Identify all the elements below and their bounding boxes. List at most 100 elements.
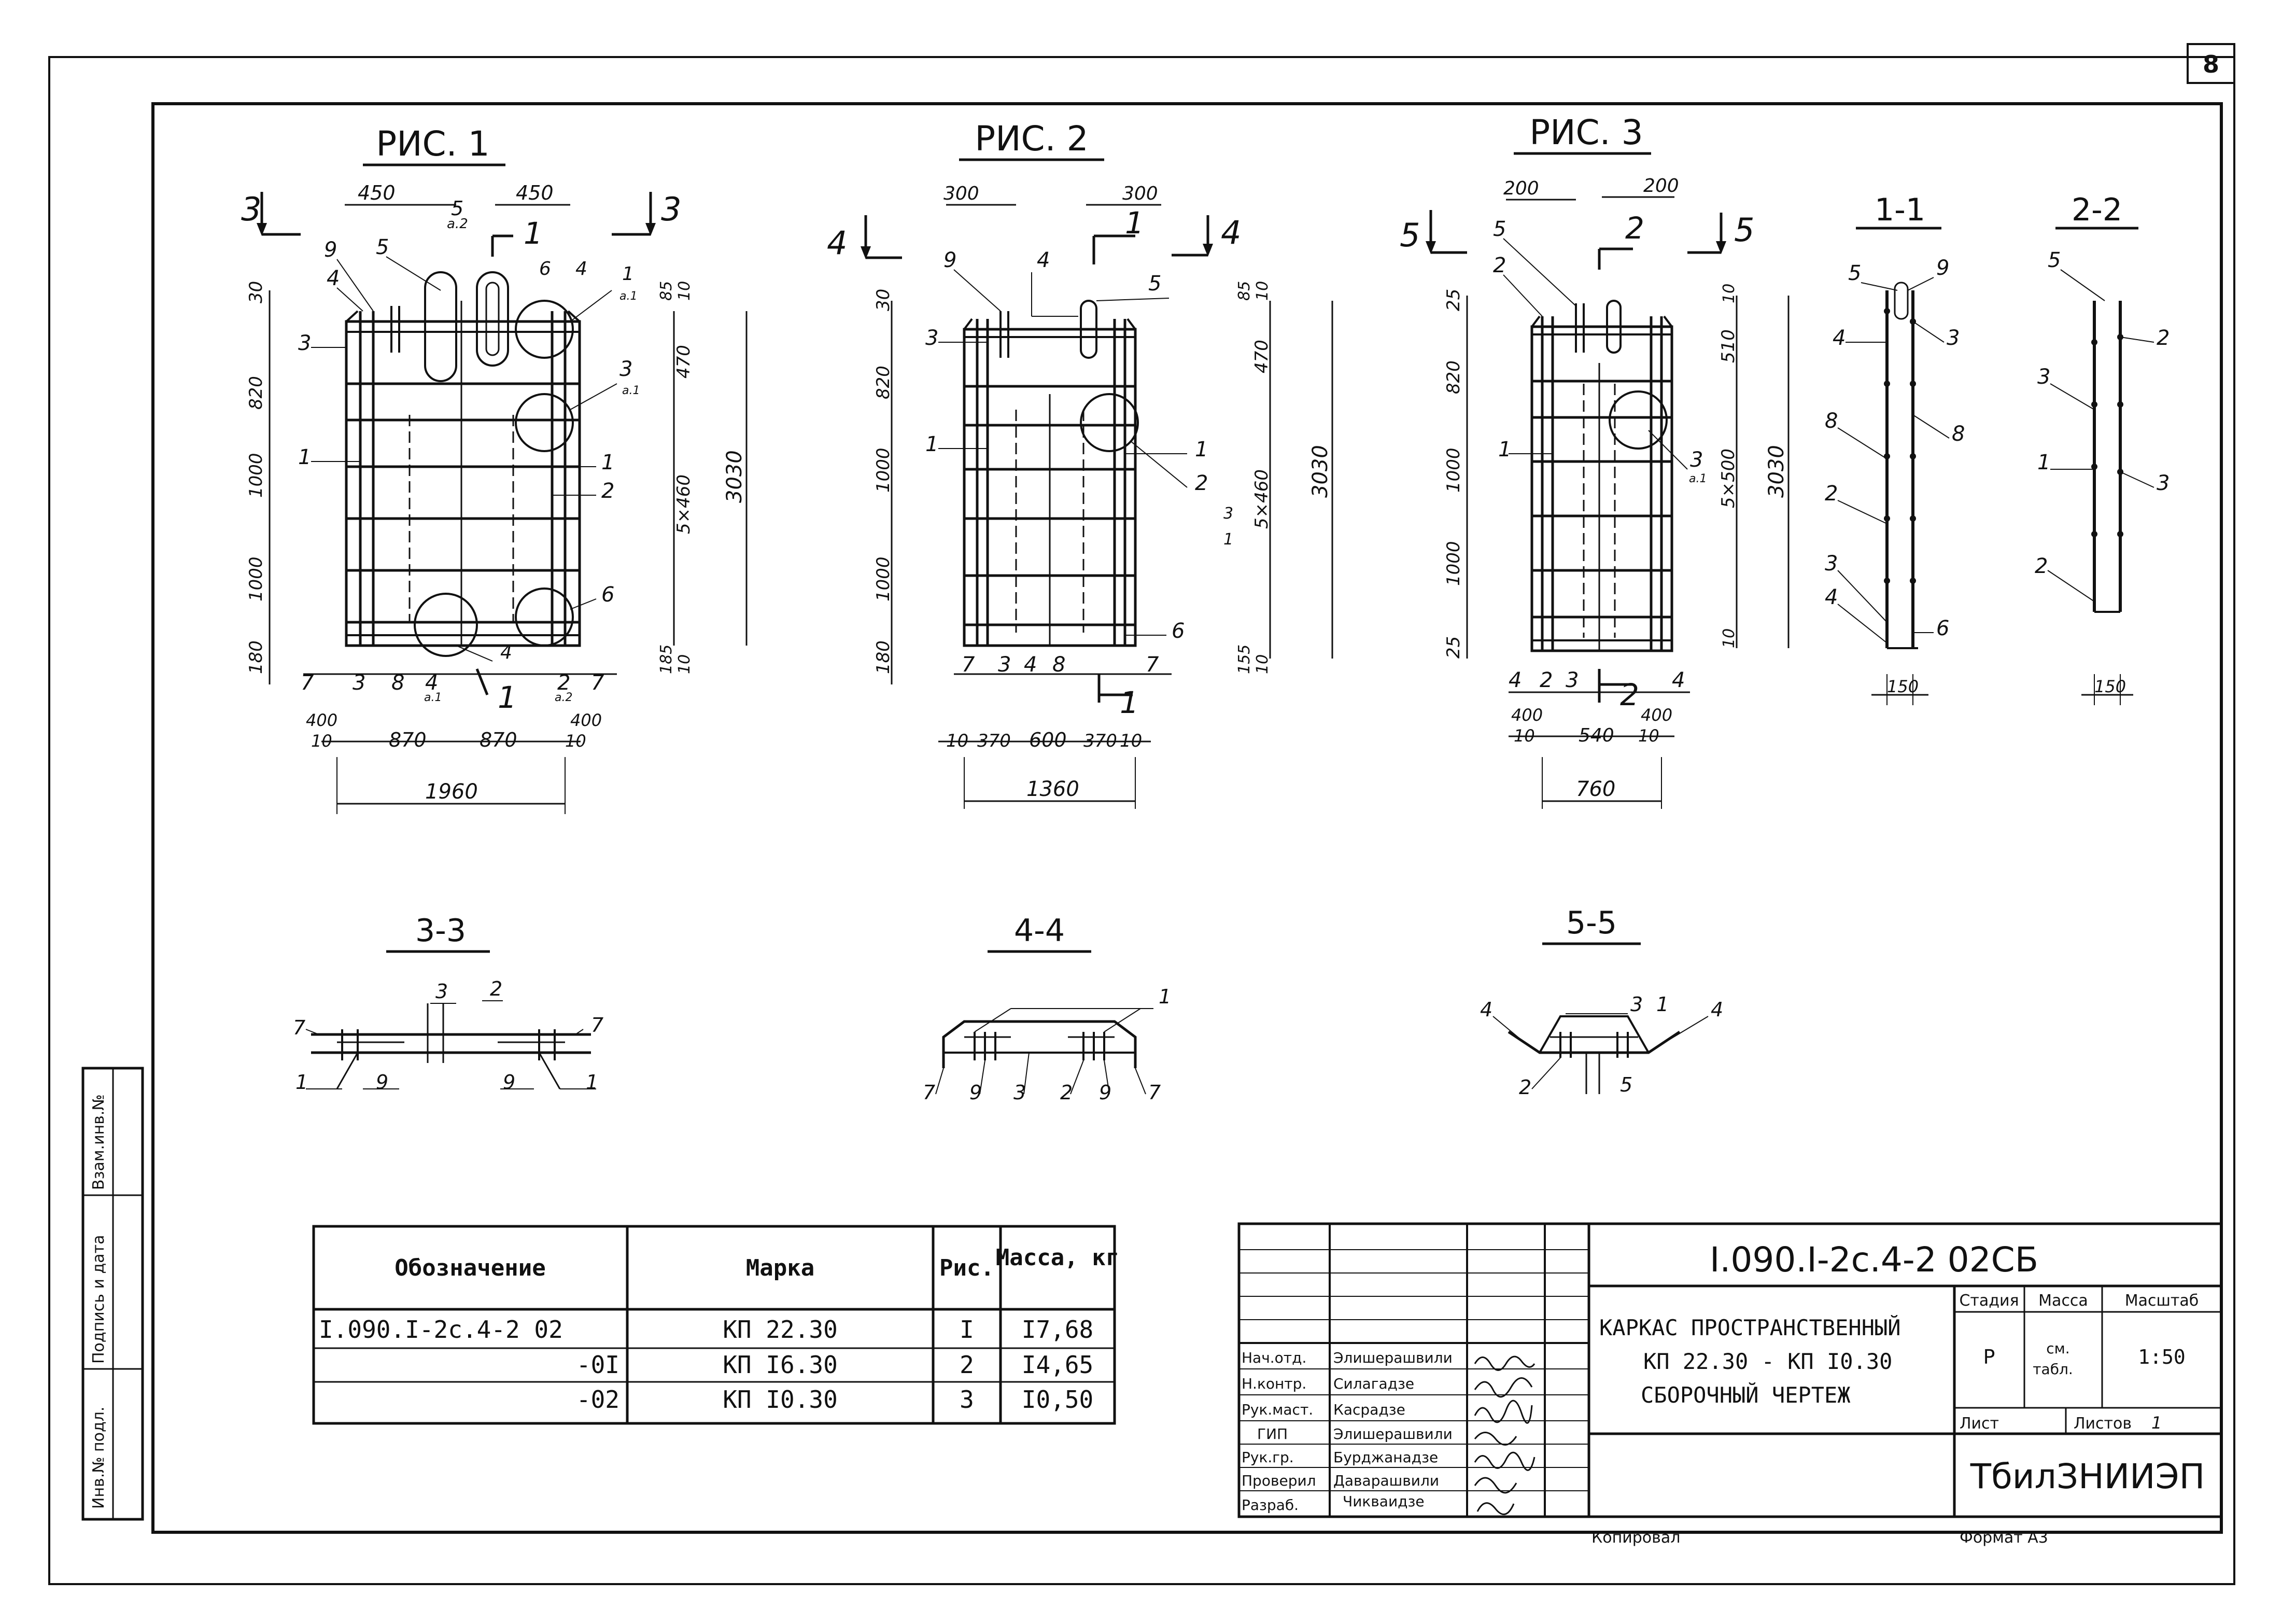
tb-stage: Р <box>1983 1346 1995 1368</box>
sec22-label-1: 1 <box>2037 451 2050 474</box>
stamp-signature-date: Подпись и дата <box>90 1235 108 1364</box>
figure-3: РИС. 3 5 5 2 200 200 <box>1400 113 1790 809</box>
sec33-label-1b: 1 <box>586 1071 598 1094</box>
fig1-section-mark-left: 3 <box>241 190 261 228</box>
fig3-callout-2: 2 <box>1493 254 1506 277</box>
fig1-callout-bottom-2: 2 <box>557 671 570 695</box>
fig2-dim-right-85: 85 <box>1235 281 1253 301</box>
sec55-label-5: 5 <box>1620 1073 1632 1096</box>
fig3-callout-5: 5 <box>1493 217 1506 241</box>
tb-scale: 1:50 <box>2138 1346 2186 1368</box>
fig3-callout-a1: a.1 <box>1689 472 1707 485</box>
fig1-dim-right-10: 10 <box>675 281 694 301</box>
tb-sheets-count: 1 <box>2151 1413 2162 1433</box>
sec11-label-3a: 3 <box>1825 552 1838 576</box>
fig3-dim-left-25b: 25 <box>1443 636 1464 659</box>
sec33-title: 3-3 <box>415 913 466 949</box>
fig1-dim-top-sub: a.2 <box>447 216 468 232</box>
fig1-dim-bottom-870a: 870 <box>389 729 427 751</box>
fig1-callout-6-right: 6 <box>601 583 614 607</box>
sec55-label-1: 1 <box>1656 993 1669 1016</box>
fig2-dim-bottom-370a: 370 <box>977 731 1011 751</box>
tb-name-7: Чикваидзе <box>1343 1493 1425 1510</box>
fig3-title: РИС. 3 <box>1529 113 1643 152</box>
fig2-dim-bottom-10b: 10 <box>1120 731 1142 751</box>
side-stamp: Инв.№ подл. Подпись и дата Взам.инв.№ <box>81 1067 144 1521</box>
sec55-title: 5-5 <box>1566 905 1617 941</box>
tb-scale-header: Масштаб <box>2125 1292 2199 1310</box>
fig2-dim-bottom-370b: 370 <box>1083 731 1117 751</box>
fig1-dim-left-30: 30 <box>246 281 266 303</box>
sec22-label-2-left: 2 <box>2035 554 2048 578</box>
fig1-callout-bottom-8: 8 <box>391 671 404 695</box>
fig3-cut-mark-bottom: 2 <box>1620 677 1639 712</box>
fig2-dim-right-5x460: 5×460 <box>1251 469 1272 529</box>
fig3-cut-mark-top: 2 <box>1625 211 1644 246</box>
fig3-dim-bottom-540: 540 <box>1579 725 1614 746</box>
fig2-dim-left-1000b: 1000 <box>873 556 894 601</box>
fig1-callout-5: 5 <box>376 235 389 259</box>
fig1-dim-top-2: 5 <box>451 197 463 220</box>
sec33-label-3: 3 <box>435 980 448 1003</box>
spec-row3-designation: -02 <box>576 1386 619 1414</box>
tb-role-6: Проверил <box>1242 1472 1316 1489</box>
section-3-3: 3-3 7 3 2 7 1 9 9 1 <box>293 913 603 1094</box>
spec-row2-designation: -0I <box>576 1351 619 1379</box>
fig1-callout-bottom-7b: 7 <box>591 671 604 695</box>
fig2-callout-4: 4 <box>1037 248 1050 272</box>
fig2-cut-mark-bottom: 1 <box>1120 685 1139 720</box>
spec-row2-mass: I4,65 <box>1022 1351 1093 1379</box>
spec-header-mark: Марка <box>746 1255 814 1281</box>
spec-row3-mark: КП I0.30 <box>723 1386 838 1414</box>
fig2-dim-left-180: 180 <box>873 640 894 674</box>
tb-title-line2: КП 22.30 - КП I0.30 <box>1643 1349 1892 1374</box>
tb-sheets-label: Листов <box>2074 1415 2132 1433</box>
fig2-dim-bottom-600: 600 <box>1029 729 1067 751</box>
fig1-sub-a1-top: a.1 <box>619 290 637 303</box>
sec22-label-3: 3 <box>2037 365 2050 389</box>
sec11-label-4a: 4 <box>1833 326 1846 350</box>
fig3-dim-right-10b: 10 <box>1720 628 1738 648</box>
tb-role-4: ГИП <box>1257 1425 1288 1443</box>
spec-header-fig: Рис. <box>939 1255 994 1281</box>
sec22-width: 150 <box>2094 677 2126 696</box>
fig3-callout-bottom-4b: 4 <box>1672 668 1685 692</box>
fig2-callout-6: 6 <box>1172 619 1185 643</box>
fig3-dim-bottom-10a: 10 <box>1514 726 1535 746</box>
format-label: Формат А3 <box>1960 1529 2048 1547</box>
fig2-dim-right-155: 155 <box>1235 645 1253 674</box>
fig1-dim-bottom-400b: 400 <box>570 710 602 730</box>
sec11-title: 1-1 <box>1875 192 1925 228</box>
fig3-dim-left-1000b: 1000 <box>1443 541 1464 586</box>
sec11-label-8a: 8 <box>1825 409 1838 433</box>
fig2-dim-top-1: 300 <box>943 183 979 204</box>
fig1-dim-bottom-10b: 10 <box>565 731 586 751</box>
figure-1: РИС. 1 3 3 1 450 5 a.2 450 <box>241 124 748 814</box>
fig3-dim-left-820: 820 <box>1443 360 1464 394</box>
fig2-callout-3-left: 3 <box>925 326 938 350</box>
sec33-label-7b: 7 <box>591 1014 603 1037</box>
fig3-dim-right-10a: 10 <box>1720 284 1738 303</box>
tb-mass-line1: см. <box>2046 1340 2069 1357</box>
fig1-sub-a2-bottom: a.2 <box>555 691 572 704</box>
fig1-dim-right-5x460: 5×460 <box>673 474 694 534</box>
fig1-dim-right-470: 470 <box>673 345 694 379</box>
sec11-label-3b: 3 <box>1947 326 1960 350</box>
fig1-callout-6: 6 <box>539 258 551 279</box>
spec-row1-mark: КП 22.30 <box>723 1316 838 1344</box>
spec-row3-mass: I0,50 <box>1022 1386 1093 1414</box>
sec55-label-3: 3 <box>1630 993 1643 1016</box>
fig1-dim-bottom-870b: 870 <box>480 729 517 751</box>
fig1-dim-left-1000b: 1000 <box>246 556 266 601</box>
fig2-dim-right-10: 10 <box>1253 281 1272 301</box>
fig1-callout-4-left: 4 <box>327 267 340 290</box>
sec11-label-9: 9 <box>1936 256 1949 280</box>
fig2-section-mark-left: 4 <box>827 224 847 262</box>
section-5-5: 5-5 4 3 1 4 2 5 <box>1480 905 1723 1099</box>
fig1-callout-2-right: 2 <box>601 479 614 503</box>
sec55-label-2: 2 <box>1519 1076 1531 1099</box>
stamp-inv-no: Инв.№ подл. <box>90 1407 108 1509</box>
tb-role-1: Нач.отд. <box>1242 1349 1306 1366</box>
fig1-callout-4-top: 4 <box>575 258 587 279</box>
